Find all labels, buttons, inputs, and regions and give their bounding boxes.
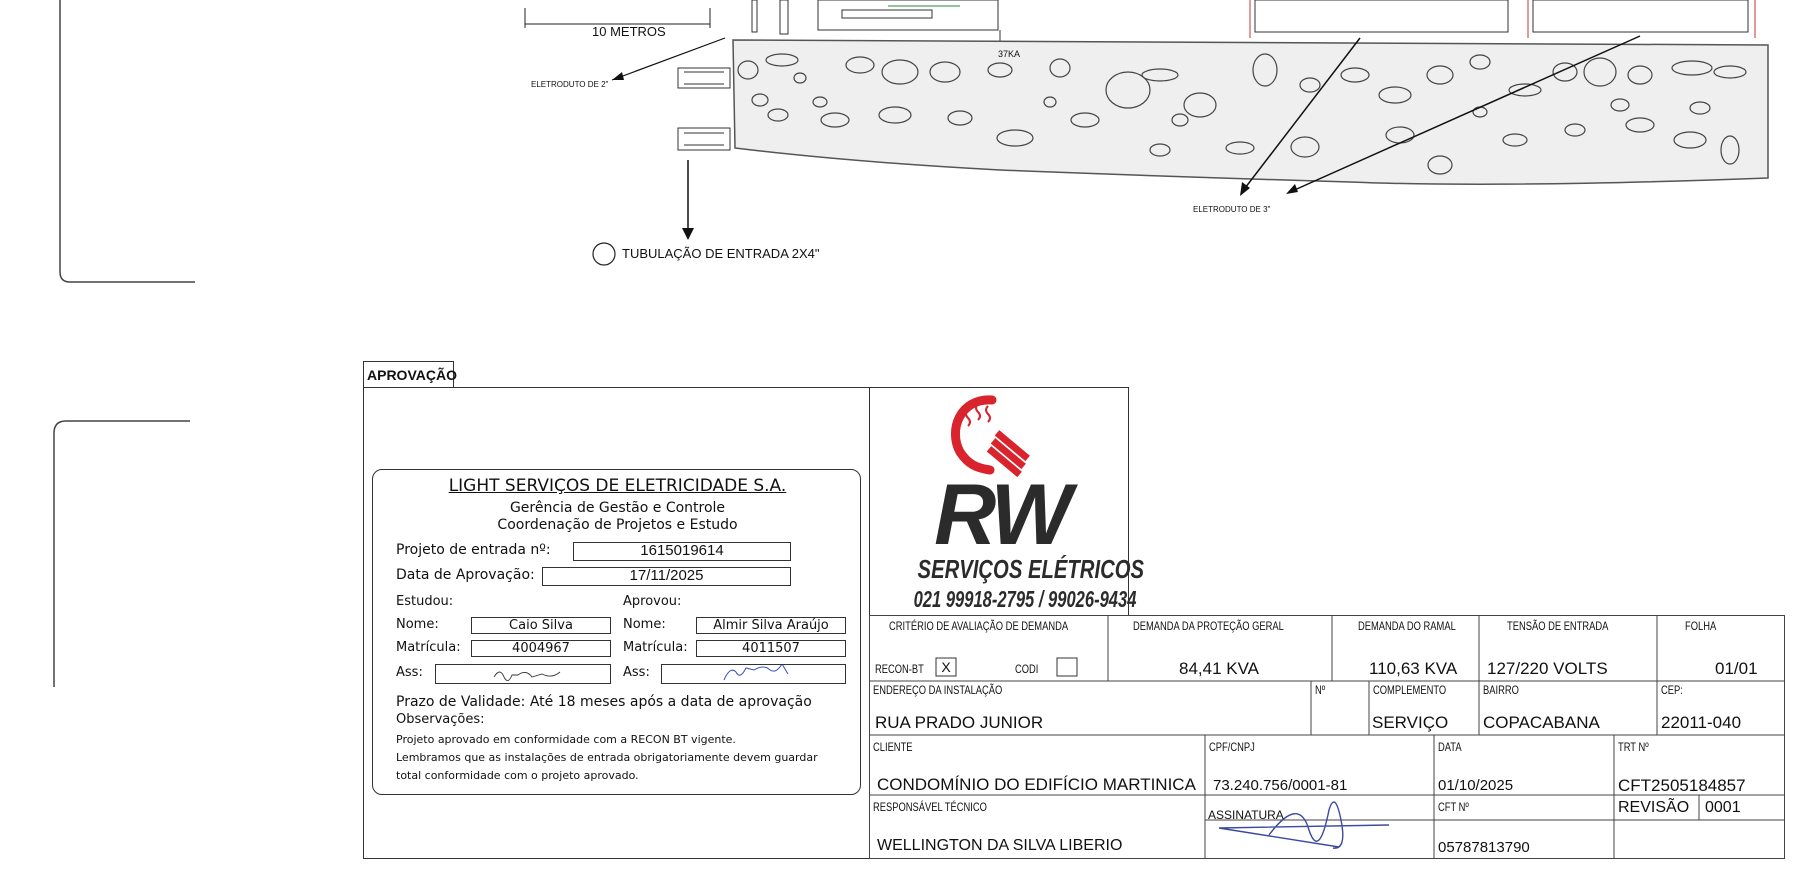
cft-label: CFT Nº: [1438, 800, 1469, 814]
frame-bracket: [53, 420, 190, 687]
criterion-label: CRITÉRIO DE AVALIAÇÃO DE DEMANDA: [889, 619, 1069, 633]
studied-reg-label: Matrícula:: [396, 640, 461, 655]
revision-label: REVISÃO: [1618, 799, 1690, 816]
tech-label: RESPONSÁVEL TÉCNICO: [873, 800, 987, 814]
project-number-field: 1615019614: [573, 542, 791, 561]
codi-checkbox[interactable]: [1057, 658, 1077, 676]
studied-reg-field: 4004967: [471, 640, 611, 657]
trt-label: TRT Nº: [1618, 740, 1649, 754]
logo-letters: RW: [934, 467, 1072, 563]
dimension-label: 10 METROS: [592, 24, 666, 39]
title-block-grid: [869, 615, 1785, 859]
demand-branch-label: DEMANDA DO RAMAL: [1358, 619, 1456, 633]
approved-reg-field: 4011507: [696, 640, 846, 657]
lightbulb-icon: [951, 395, 1030, 478]
floor-plan-drawing: 10 METROS ELETRODUTO DE 2" 37KA ELETRODU…: [0, 0, 1800, 300]
observation-line-3: total conformidade com o projeto aprovad…: [396, 769, 639, 782]
approved-reg-label: Matrícula:: [623, 640, 688, 655]
approved-name-field: Almir Silva Araújo: [696, 617, 846, 634]
studied-name-label: Nome:: [396, 617, 439, 632]
demand-general-label: DEMANDA DA PROTEÇÃO GERAL: [1133, 619, 1284, 633]
studied-sig-label: Ass:: [396, 665, 423, 680]
approved-signature-field: [661, 663, 846, 684]
complement-label: COMPLEMENTO: [1373, 683, 1447, 697]
voltage-value: 127/220 VOLTS: [1487, 659, 1608, 678]
stamp-dept2: Coordenação de Projetos e Estudo: [497, 517, 738, 533]
address-value: RUA PRADO JUNIOR: [875, 713, 1044, 732]
cpf-label: CPF/CNPJ: [1209, 740, 1255, 754]
client-label: CLIENTE: [873, 740, 913, 754]
sheet-label: FOLHA: [1685, 619, 1717, 633]
ka-label: 37KA: [998, 49, 1021, 59]
approval-title-box: APROVAÇÃO: [363, 361, 457, 388]
tech-value: WELLINGTON DA SILVA LIBERIO: [877, 837, 1123, 854]
aggregate-pattern: [737, 53, 1747, 175]
voltage-label: TENSÃO DE ENTRADA: [1507, 619, 1609, 633]
project-label: Projeto de entrada nº:: [396, 542, 551, 558]
approved-sig-label: Ass:: [623, 665, 650, 680]
observations-label: Observações:: [396, 712, 485, 727]
date-value: 01/10/2025: [1438, 777, 1514, 794]
plan-svg: [59, 0, 1769, 283]
observation-line-1: Projeto aprovado em conformidade com a R…: [396, 733, 736, 746]
approval-title: APROVAÇÃO: [367, 367, 457, 383]
demand-general-value: 84,41 KVA: [1179, 659, 1260, 678]
validity-text: Prazo de Validade: Até 18 meses após a d…: [396, 694, 812, 710]
conduit-3-label: ELETRODUTO DE 3": [1193, 205, 1271, 214]
district-value: COPACABANA: [1483, 713, 1600, 732]
address-label: ENDEREÇO DA INSTALAÇÃO: [873, 683, 1003, 697]
pipe-label: TUBULAÇÃO DE ENTRADA 2X4": [622, 246, 820, 261]
stamp-company: LIGHT SERVIÇOS DE ELETRICIDADE S.A.: [448, 476, 787, 496]
studied-signature: [493, 671, 561, 681]
client-value: CONDOMÍNIO DO EDIFÍCIO MARTINICA: [877, 775, 1196, 794]
signature-label: ASSINATURA: [1208, 808, 1284, 822]
logo-tagline: SERVIÇOS ELÉTRICOS: [917, 554, 1145, 584]
studied-signature-field: [435, 664, 611, 684]
cep-label: CEP:: [1661, 683, 1683, 697]
recon-checkbox[interactable]: X: [941, 659, 951, 675]
approved-signature: [723, 663, 789, 681]
approval-date-field: 17/11/2025: [542, 567, 791, 586]
studied-name-field: Caio Silva: [471, 617, 611, 634]
light-approval-stamp: LIGHT SERVIÇOS DE ELETRICIDADE S.A. Gerê…: [372, 469, 861, 795]
rw-logo-box: RW SERVIÇOS ELÉTRICOS 021 99918-2795 / 9…: [869, 387, 1145, 616]
cpf-value: 73.240.756/0001-81: [1213, 777, 1348, 794]
studied-label: Estudou:: [396, 594, 454, 609]
observation-line-2: Lembramos que as instalações de entrada …: [396, 751, 818, 764]
district-label: BAIRRO: [1483, 683, 1519, 697]
conduit-2-label: ELETRODUTO DE 2": [531, 80, 609, 89]
approval-date-label: Data de Aprovação:: [396, 567, 535, 583]
sheet-value: 01/01: [1715, 659, 1758, 678]
cft-value: 05787813790: [1438, 839, 1530, 856]
complement-value: SERVIÇO: [1372, 713, 1449, 732]
codi-label: CODI: [1015, 662, 1039, 676]
technician-signature: [1218, 801, 1390, 849]
demand-branch-value: 110,63 KVA: [1369, 659, 1458, 678]
approved-label: Aprovou:: [623, 594, 682, 609]
stamp-dept1: Gerência de Gestão e Controle: [509, 500, 726, 516]
cep-value: 22011-040: [1661, 713, 1742, 732]
approved-name-label: Nome:: [623, 617, 666, 632]
trt-value: CFT2505184857: [1618, 776, 1746, 795]
logo-phones: 021 99918-2795 / 99026-9434: [913, 586, 1137, 612]
recon-label: RECON-BT: [875, 662, 924, 676]
revision-value: 0001: [1705, 799, 1741, 816]
title-block: CRITÉRIO DE AVALIAÇÃO DE DEMANDA RECON-B…: [869, 615, 1785, 859]
number-label: Nº: [1315, 683, 1326, 697]
date-label: DATA: [1438, 740, 1462, 754]
